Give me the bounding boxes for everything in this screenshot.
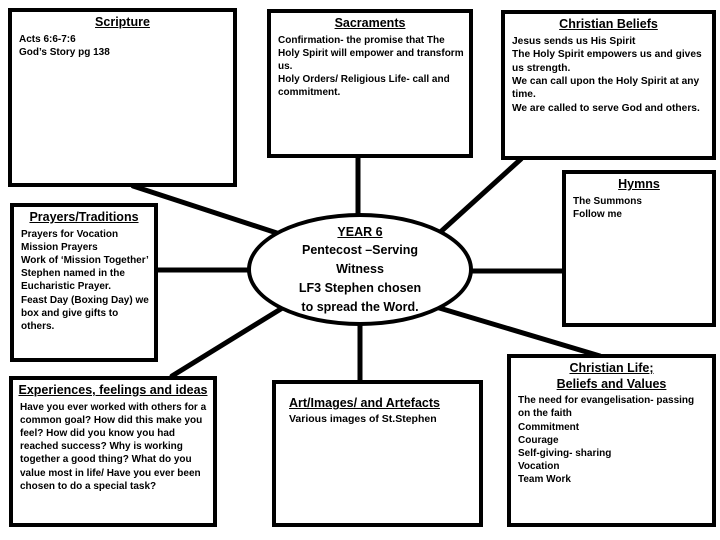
art-artefacts-title: Art/Images/ and Artefacts (289, 396, 440, 410)
scripture-body: Acts 6:6-7:6 God’s Story pg 138 (19, 33, 110, 58)
experiences-body: Have you ever worked with others for a c… (20, 401, 207, 492)
center-topic-ellipse: YEAR 6 Pentecost –Serving Witness LF3 St… (247, 213, 473, 326)
sacraments-box: Sacraments Confirmation- the promise tha… (267, 9, 473, 158)
sacraments-title: Sacraments (334, 16, 406, 30)
christian-life-body: The need for evangelisation- passing on … (518, 395, 695, 486)
sacraments-body: Confirmation- the promise that The Holy … (278, 34, 464, 99)
christian-beliefs-title: Christian Beliefs (559, 17, 658, 31)
center-topic-lines: Pentecost –Serving Witness LF3 Stephen c… (298, 243, 422, 314)
christian-life-box: Christian Life; Beliefs and Values The n… (507, 354, 716, 527)
hymns-title: Hymns (618, 177, 660, 191)
connector-experiences (169, 304, 287, 379)
connector-scripture (130, 183, 286, 238)
experiences-title: Experiences, feelings and ideas (18, 383, 208, 397)
center-topic-title: YEAR 6 (337, 224, 383, 239)
prayers-traditions-title: Prayers/Traditions (29, 210, 139, 224)
experiences-box: Experiences, feelings and ideas Have you… (9, 376, 217, 527)
christian-life-title: Christian Life; Beliefs and Values (556, 361, 667, 391)
scripture-box: Scripture Acts 6:6-7:6 God’s Story pg 13… (8, 8, 237, 187)
art-artefacts-box: Art/Images/ and Artefacts Various images… (272, 380, 483, 527)
connector-christian-beliefs (433, 156, 524, 239)
connector-christian-life (433, 304, 603, 359)
christian-beliefs-body: Jesus sends us His Spirit The Holy Spiri… (512, 35, 702, 114)
christian-beliefs-box: Christian Beliefs Jesus sends us His Spi… (501, 10, 716, 160)
hymns-body: The Summons Follow me (573, 195, 642, 220)
hymns-box: Hymns The Summons Follow me (562, 170, 716, 327)
scripture-title: Scripture (95, 15, 150, 29)
prayers-traditions-body: Prayers for Vocation Mission Prayers Wor… (21, 228, 149, 332)
prayers-traditions-box: Prayers/Traditions Prayers for Vocation … (10, 203, 158, 362)
art-artefacts-body: Various images of St.Stephen (289, 412, 437, 425)
